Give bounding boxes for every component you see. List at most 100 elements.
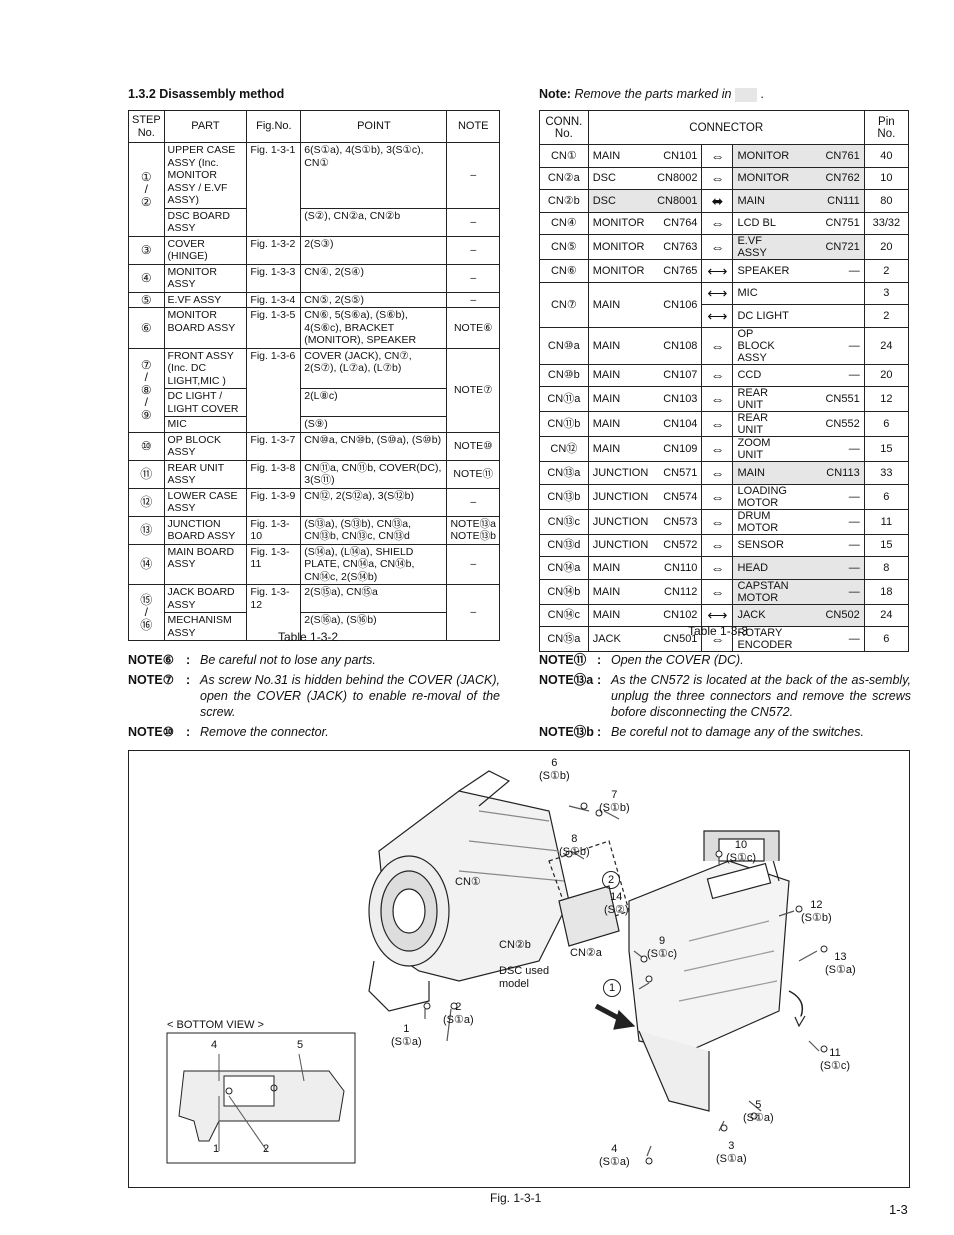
col-header: CONNECTOR (587, 110, 865, 145)
notes-left: NOTE⑥:Be careful not to lose any parts. N… (128, 652, 500, 744)
table-cell: CN104 (652, 411, 703, 437)
table-cell: 6 (863, 626, 910, 652)
table-cell: COVER (JACK), CN⑦, 2(S⑦), (L⑦a), (L⑦b) (300, 347, 448, 389)
table-cell: ⇔ (701, 411, 734, 437)
col-header: POINT (300, 110, 448, 143)
table-cell: CN④, 2(S④) (300, 263, 448, 293)
table-cell: Fig. 1-3-1 (246, 142, 302, 237)
table-cell: ⇔ (701, 166, 734, 190)
table-cell: Fig. 1-3-10 (246, 515, 302, 545)
cn2b-label: CN②b (499, 939, 531, 951)
table-cell: MONITOR (732, 166, 797, 190)
table-cell: JUNCTION (587, 533, 653, 557)
table-cell: CN764 (652, 211, 703, 235)
note-item: NOTE⑥:Be careful not to lose any parts. (128, 652, 500, 668)
table-cell: 40 (863, 144, 910, 168)
table-cell: ⟷ (701, 259, 734, 283)
note-label: NOTE⑦ (128, 673, 174, 687)
table1-caption: Table 1-3-2 (278, 630, 339, 644)
table2-caption: Table 1-3-3 (688, 624, 749, 638)
table-cell: CN106 (652, 281, 703, 328)
table-cell: MAIN (587, 386, 653, 412)
table-cell: CN502 (796, 603, 865, 627)
screw-label-12: 12(S①b) (801, 899, 832, 924)
table-cell: ⇔ (701, 326, 734, 365)
table-cell: MECHANISM ASSY (163, 612, 248, 641)
note-sep: : (597, 673, 602, 687)
note-label: NOTE⑬b (539, 725, 594, 739)
table-cell: CN⑭b (539, 578, 589, 605)
table-cell: CN101 (652, 144, 703, 168)
note-sep: : (597, 653, 602, 667)
table-cell: ZOOM UNIT (732, 436, 797, 462)
note-sep: : (186, 653, 191, 667)
table-cell: JUNCTION BOARD ASSY (163, 515, 248, 545)
note-item: NOTE⑦:As screw No.31 is hidden behind th… (128, 672, 500, 720)
screw-label-9: 9(S①c) (647, 935, 678, 960)
table-cell: ⇔ (701, 144, 734, 168)
table-cell: JUNCTION (587, 508, 653, 535)
table-cell: MAIN (587, 144, 653, 168)
bottom-view-label: < BOTTOM VIEW > (167, 1019, 264, 1031)
table-cell: CN⑬b (539, 483, 589, 510)
table-cell: CN751 (796, 211, 865, 235)
table-cell: CN573 (652, 508, 703, 535)
cn1-label: CN① (455, 876, 481, 888)
note-label: NOTE⑩ (128, 725, 174, 739)
table-cell: 20 (863, 363, 910, 387)
table-cell: ⇔ (701, 211, 734, 235)
table-cell: MAIN (587, 363, 653, 387)
table-cell: CN②b (539, 189, 589, 213)
bv-label-2: 2 (263, 1143, 270, 1155)
table-cell: MONITOR BOARD ASSY (163, 307, 248, 349)
table-cell: ⇔ (701, 483, 734, 510)
screw-label-5: 5(S①a) (743, 1099, 774, 1124)
step-1-callout: 1 (603, 979, 621, 997)
table-cell: 10 (863, 166, 910, 190)
table-cell: CN⑫ (539, 436, 589, 462)
table-cell: CN⑥, 5(S⑥a), (S⑥b), 4(S⑥c), BRACKET (MON… (300, 307, 448, 349)
table-cell: MAIN (587, 556, 653, 580)
table-cell: ⟷ (701, 281, 734, 305)
table-cell: — (796, 578, 865, 605)
table-cell: – (446, 207, 500, 237)
table-cell: 80 (863, 189, 910, 213)
table-cell: JUNCTION (587, 461, 653, 485)
table-cell: MAIN (587, 578, 653, 605)
note-item: NOTE⑩:Remove the connector. (128, 724, 500, 740)
screw-label-6: 6(S①b) (539, 757, 570, 782)
table-row: DSC BOARD ASSY(S②), CN②a, CN②b– (129, 207, 500, 237)
table-cell: CAPSTAN MOTOR (732, 578, 797, 605)
table-cell: 18 (863, 578, 910, 605)
note-item: NOTE⑬b:Be coreful not to damage any of t… (539, 724, 911, 740)
parts-note-text: Remove the parts marked in (574, 87, 732, 101)
parts-note-end: . (760, 87, 764, 101)
table-cell: ⇔ (701, 626, 734, 652)
table-cell: ⇔ (701, 363, 734, 387)
table-cell: CN⑦ (539, 281, 589, 328)
table-cell: – (446, 235, 500, 265)
figure-caption: Fig. 1-3-1 (490, 1191, 542, 1205)
table-cell: 2(L⑧c) (300, 388, 448, 417)
screw-label-3: 3(S①a) (716, 1140, 747, 1165)
table-cell: ⟷ (701, 304, 734, 328)
table-cell: E.VF ASSY (163, 291, 248, 308)
table-cell: MAIN (732, 461, 797, 485)
table-cell: CN⑬c (539, 508, 589, 535)
